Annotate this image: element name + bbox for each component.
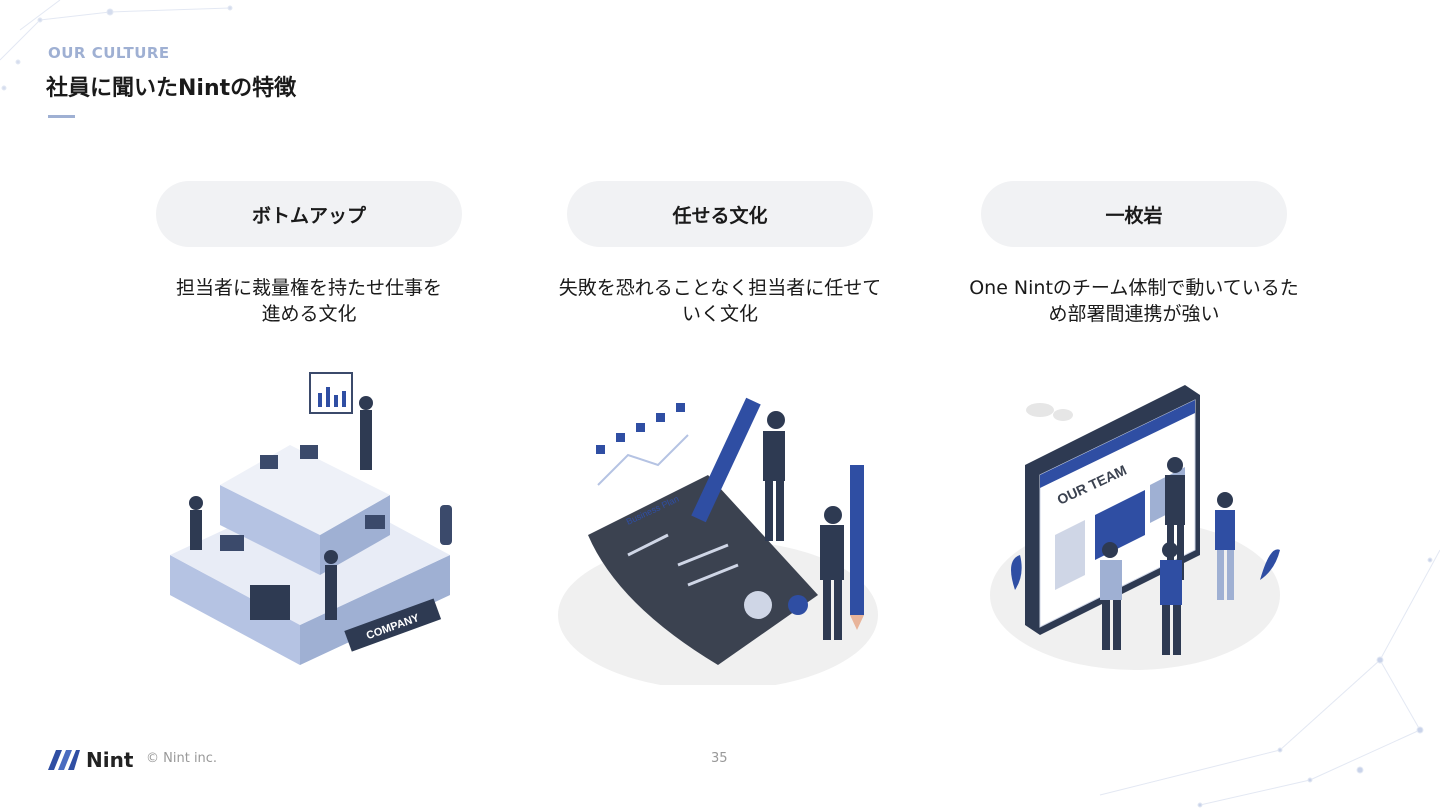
column-description: 担当者に裁量権を持たせ仕事を 進める文化 [175,277,442,325]
copyright-text: © Nint inc. [146,751,218,766]
section-eyebrow: OUR CULTURE [48,44,170,62]
column-description: 失敗を恐れることなく担当者に任せて いく文化 [558,277,882,325]
culture-column-delegation: 任せる文化 失敗を恐れることなく担当者に任せて いく文化 [559,181,881,327]
title-underline [48,115,75,118]
our-team-illustration: OUR TEAM [990,385,1280,670]
nint-logo: Nint [48,748,133,772]
culture-column-bottom-up: ボトムアップ 担当者に裁量権を持たせ仕事を 進める文化 [156,181,462,327]
column-heading-pill: 任せる文化 [567,181,873,247]
page-title: 社員に聞いたNintの特徴 [46,76,297,101]
page-number: 35 [711,751,728,766]
column-heading-pill: ボトムアップ [156,181,462,247]
nint-logo-mark-icon [48,750,80,770]
culture-column-monolith: 一枚岩 One Nintのチーム体制で動いているた め部署間連携が強い [969,181,1299,327]
column-description: One Nintのチーム体制で動いているた め部署間連携が強い [969,277,1299,325]
office-team-illustration: COMPANY [170,372,452,665]
column-heading-pill: 一枚岩 [981,181,1287,247]
business-plan-illustration: Business Plan [558,397,878,685]
nint-wordmark: Nint [86,748,134,772]
